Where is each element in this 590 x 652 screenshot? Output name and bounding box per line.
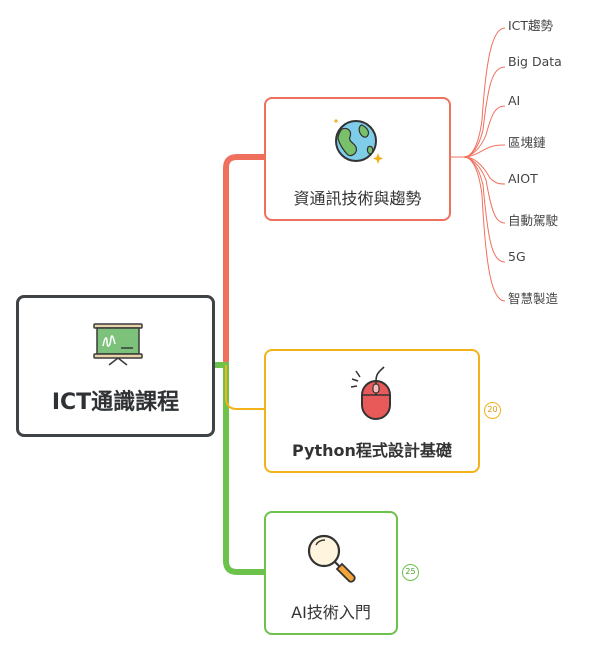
leaf-connectors [451,27,506,302]
mouse-icon [350,366,391,420]
connector-to-ict-trends [212,154,267,368]
branch-ict-trends[interactable]: 資通訊技術與趨勢 [264,97,451,221]
branch-python[interactable]: Python程式設計基礎 [264,349,480,473]
branch-ai-intro[interactable]: AI技術入門 [264,511,398,635]
root-title: ICT通識課程 [51,390,180,415]
branch-label: Python程式設計基礎 [292,441,452,460]
leaf-smart-manufacturing[interactable]: 智慧製造 [508,291,559,306]
globe-icon [334,119,383,164]
leaf-autonomous-driving[interactable]: 自動駕駛 [508,213,559,228]
branch-label: AI技術入門 [291,603,371,622]
leaf-ai[interactable]: AI [508,93,521,108]
leaf-blockchain[interactable]: 區塊鏈 [508,135,546,150]
magnifier-icon [307,534,356,583]
topic-count-badge[interactable]: 25 [402,564,419,581]
branch-label: 資通訊技術與趨勢 [293,189,422,208]
connector-to-python [225,365,264,410]
root-node[interactable]: ICT通識課程 [16,295,215,437]
leaf-ict-trend[interactable]: ICT趨勢 [508,18,554,33]
leaf-5g[interactable]: 5G [508,249,526,264]
connector-to-ai-intro [212,362,267,575]
presentation-board-icon [93,323,143,366]
topic-count-badge[interactable]: 20 [484,402,501,419]
leaf-aiot[interactable]: AIOT [508,171,538,186]
leaf-big-data[interactable]: Big Data [508,54,562,69]
